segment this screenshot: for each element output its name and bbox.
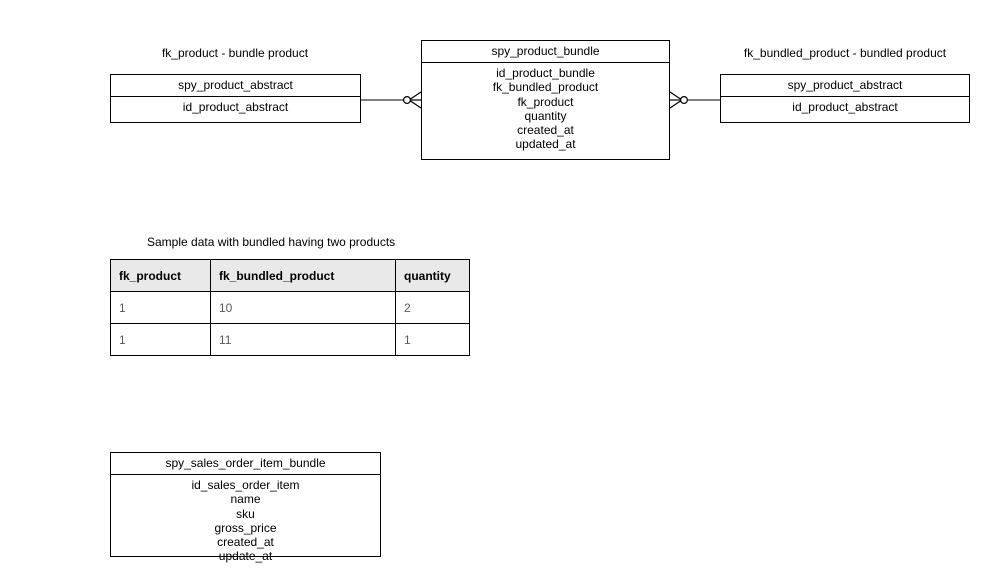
entity-title: spy_product_abstract — [721, 75, 969, 97]
entity-field: name — [230, 492, 261, 507]
table-cell: 10 — [210, 291, 396, 324]
entity-field-list: id_product_abstract — [721, 97, 969, 118]
entity-field: updated_at — [515, 137, 576, 152]
table-cell: 1 — [110, 323, 211, 356]
entity-field: gross_price — [214, 520, 277, 535]
entity-spy-product-bundle[interactable]: spy_product_bundle id_product_bundle fk_… — [421, 40, 670, 160]
relationship-label-fk-bundled-product: fk_bundled_product - bundled product — [743, 46, 947, 60]
crowfoot-right-icon — [669, 91, 683, 109]
table-cell: 1 — [110, 291, 211, 324]
table-row: 1 11 1 — [110, 323, 470, 356]
entity-field: id_product_abstract — [182, 100, 289, 114]
entity-field: fk_bundled_product — [492, 80, 599, 95]
relationship-label-fk-product: fk_product - bundle product — [161, 46, 309, 60]
entity-field: update_at — [218, 549, 273, 564]
entity-field: quantity — [524, 108, 567, 123]
entity-field: id_sales_order_item — [191, 478, 300, 492]
entity-spy-product-abstract-right[interactable]: spy_product_abstract id_product_abstract — [720, 74, 970, 123]
entity-field: id_product_abstract — [792, 100, 898, 114]
sample-data-table: fk_product fk_bundled_product quantity 1… — [110, 259, 470, 356]
entity-field: id_product_bundle — [496, 66, 595, 80]
table-cell: 11 — [210, 323, 396, 356]
entity-title: spy_product_abstract — [111, 75, 360, 97]
entity-field-list: id_sales_order_item name sku gross_price… — [111, 475, 380, 568]
entity-spy-product-abstract-left[interactable]: spy_product_abstract id_product_abstract — [110, 74, 361, 123]
column-header-fk-product: fk_product — [110, 259, 211, 292]
table-cell: 2 — [395, 291, 470, 324]
zero-marker-right-icon — [679, 95, 688, 104]
entity-field: created_at — [217, 535, 274, 550]
entity-field: created_at — [517, 123, 574, 138]
entity-field-list: id_product_bundle fk_bundled_product fk_… — [422, 63, 669, 156]
entity-field-list: id_product_abstract — [111, 97, 360, 118]
sample-data-caption: Sample data with bundled having two prod… — [147, 235, 396, 249]
table-row: 1 10 2 — [110, 291, 470, 324]
table-cell: 1 — [395, 323, 470, 356]
entity-spy-sales-order-item-bundle[interactable]: spy_sales_order_item_bundle id_sales_ord… — [110, 452, 381, 563]
entity-field: fk_product — [517, 94, 574, 109]
column-header-quantity: quantity — [395, 259, 470, 292]
crowfoot-left-icon — [408, 91, 422, 109]
table-header-row: fk_product fk_bundled_product quantity — [110, 259, 470, 292]
entity-field: sku — [236, 506, 255, 521]
entity-title: spy_product_bundle — [422, 41, 669, 63]
entity-title: spy_sales_order_item_bundle — [111, 453, 380, 475]
column-header-fk-bundled-product: fk_bundled_product — [210, 259, 396, 292]
zero-marker-left-icon — [403, 95, 412, 104]
